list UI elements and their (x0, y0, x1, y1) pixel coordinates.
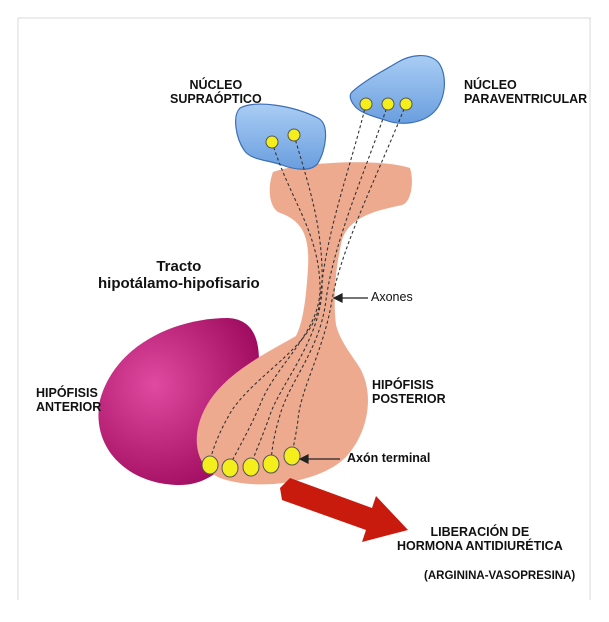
axons-label: Axones (371, 290, 413, 304)
paraventricular-cell-3 (400, 98, 412, 110)
anterior-pituitary-label: HIPÓFISIS ANTERIOR (36, 386, 101, 415)
paraventricular-nucleus-label: NÚCLEO PARAVENTRICULAR (464, 78, 587, 107)
axon-terminal-3 (243, 458, 259, 476)
supraoptic-nucleus-label: NÚCLEO SUPRAÓPTICO (170, 78, 262, 107)
paraventricular-cell-2 (382, 98, 394, 110)
posterior-pituitary-label: HIPÓFISIS POSTERIOR (372, 378, 446, 407)
hormone-name-label: (ARGININA-VASOPRESINA) (424, 570, 575, 583)
tract-label: Tracto hipotálamo-hipofisario (98, 258, 260, 293)
axon-terminal-4 (263, 455, 279, 473)
supraoptic-nucleus (236, 104, 326, 169)
hormone-release-label: LIBERACIÓN DE HORMONA ANTIDIURÉTICA (397, 525, 563, 554)
paraventricular-cell-1 (360, 98, 372, 110)
paraventricular-nucleus (350, 56, 444, 124)
axon-terminal-1 (202, 456, 218, 474)
supraoptic-cell-2 (288, 129, 300, 141)
axon-terminal-2 (222, 459, 238, 477)
supraoptic-cell-1 (266, 136, 278, 148)
axon-terminal-label: Axón terminal (347, 451, 430, 465)
axon-terminal-5 (284, 447, 300, 465)
hormone-release-arrow-icon (280, 478, 408, 542)
axons-pointer-arrowhead-icon (334, 294, 342, 302)
